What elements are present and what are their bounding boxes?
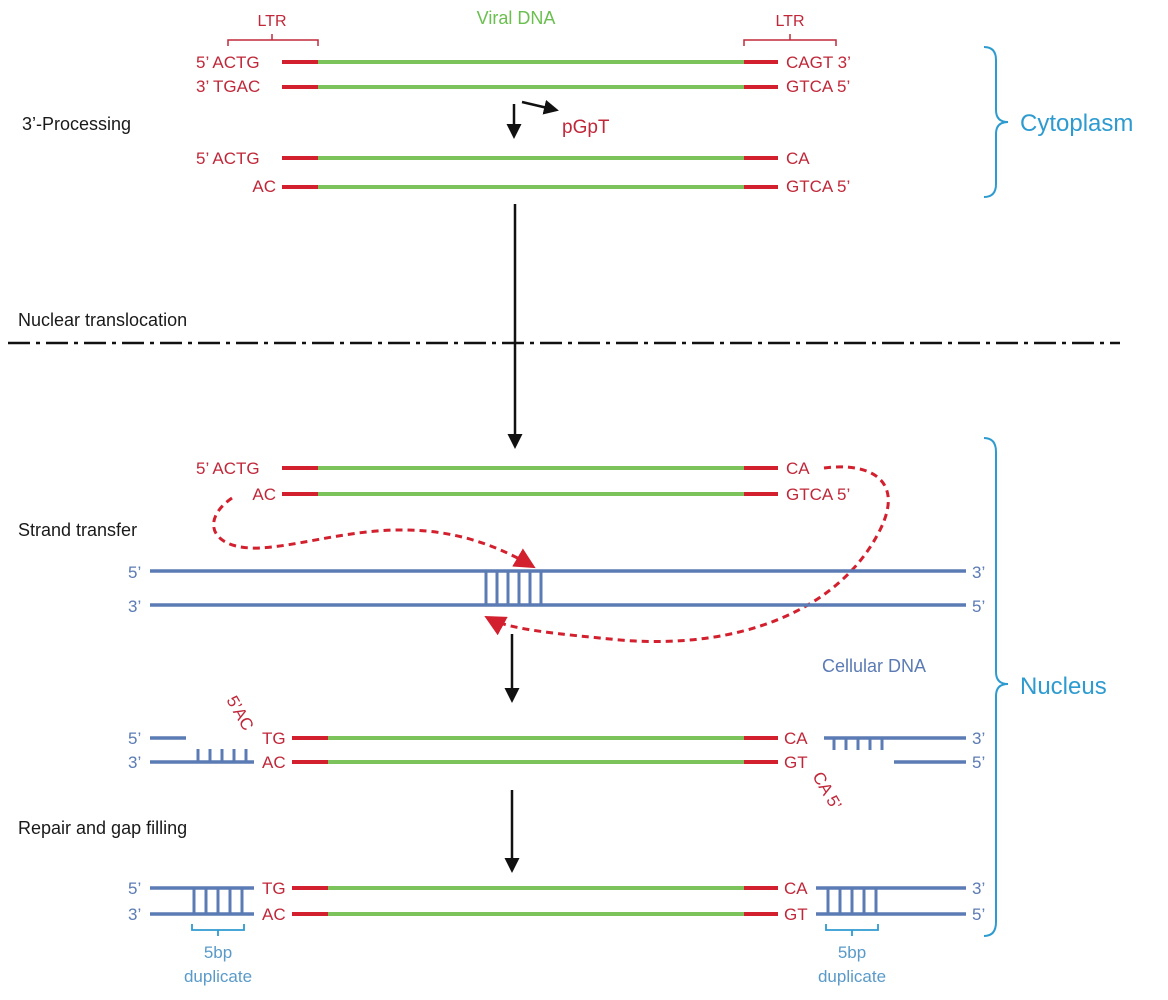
strand-transfer-label: Strand transfer [18,520,137,540]
base-pair-rungs [484,571,543,605]
cellular-dna-label: Cellular DNA [822,656,926,676]
step3-top-right-seq: CA [786,459,810,478]
step4-rot-left-seq: 5’AC [223,693,258,734]
step5-top-right-seq: CA [784,879,808,898]
step4-rot-right-seq: CA 5’ [809,769,846,814]
repaired-rungs-right [826,888,878,914]
step2-top-right-seq: CA [786,149,810,168]
ltr-right-label: LTR [775,13,804,30]
step2-processed-dna: 5’ ACTG CA AC GTCA 5’ [196,149,850,196]
nucleus-bracket [983,437,1009,937]
step1-top-left-seq: 5’ ACTG [196,53,260,72]
step5-bot-right-seq: GT [784,905,808,924]
step5-cell-top-right: 3’ [972,879,985,898]
transfer-arrow-right [484,465,890,643]
single-strand-gap-right [832,738,884,750]
step5-bot-left-seq: AC [262,905,286,924]
step3-top-left-seq: 5’ ACTG [196,459,260,478]
step4-top-left-seq: TG [262,729,286,748]
ltr-left-bracket [227,34,319,46]
step4-cell-bot-right: 5’ [972,753,985,772]
dup-left-line2: duplicate [184,967,252,986]
dup-right-line1: 5bp [838,943,866,962]
repaired-rungs-left [192,888,244,914]
step4-top-right-seq: CA [784,729,808,748]
step4-cell-bot-left: 3’ [128,753,141,772]
step3-bot-left-seq: AC [252,485,276,504]
viral-dna-label: Viral DNA [477,8,556,28]
ltr-left-label: LTR [257,13,286,30]
dup-left-line1: 5bp [204,943,232,962]
cytoplasm-bracket [983,46,1009,198]
step4-cell-top-right: 3’ [972,729,985,748]
step2-top-left-seq: 5’ ACTG [196,149,260,168]
cellular-dna-target: 5’ 3’ 3’ 5’ [128,563,985,616]
cell-top-left-label: 5’ [128,563,141,582]
step3-bot-right-seq: GTCA 5’ [786,485,850,504]
pgpt-label: pGpT [562,117,610,138]
step1-bot-left-seq: 3’ TGAC [196,77,260,96]
nuclear-translocation-label: Nuclear translocation [18,310,187,330]
step1-bot-right-seq: GTCA 5’ [786,77,850,96]
step5-cell-bot-left: 3’ [128,905,141,924]
step4-bot-right-seq: GT [784,753,808,772]
step4-cell-top-left: 5’ [128,729,141,748]
cell-top-right-label: 3’ [972,563,985,582]
cytoplasm-label: Cytoplasm [1020,110,1133,137]
arrow-release [521,99,559,115]
step4-intermediate: 5’AC 5’ 3’ TG AC CA GT CA 5’ 3’ 5’ [128,693,985,814]
step5-top-left-seq: TG [262,879,286,898]
step1-viral-dna: LTR Viral DNA LTR 5’ ACTG CAGT 3’ 3’ TGA… [196,8,851,96]
nucleus-label: Nucleus [1020,673,1107,700]
single-strand-gap-left [196,749,248,762]
step2-bot-right-seq: GTCA 5’ [786,177,850,196]
dup-right-line2: duplicate [818,967,886,986]
step5-integrated: 5’ 3’ TG AC CA GT 3’ 5’ 5bp duplicate 5b… [128,879,985,986]
processing-label: 3’-Processing [22,114,131,134]
duplicate-bracket-right [825,924,879,936]
step4-bot-left-seq: AC [262,753,286,772]
step2-bot-left-seq: AC [252,177,276,196]
ltr-right-bracket [743,34,837,46]
step1-top-right-seq: CAGT 3’ [786,53,851,72]
cell-bot-right-label: 5’ [972,597,985,616]
transfer-arrow-left [212,496,536,569]
cell-bot-left-label: 3’ [128,597,141,616]
duplicate-bracket-left [191,924,245,936]
repair-label: Repair and gap filling [18,818,187,838]
step5-cell-top-left: 5’ [128,879,141,898]
step5-cell-bot-right: 5’ [972,905,985,924]
step3-strand-transfer: 5’ ACTG CA AC GTCA 5’ [196,459,890,643]
